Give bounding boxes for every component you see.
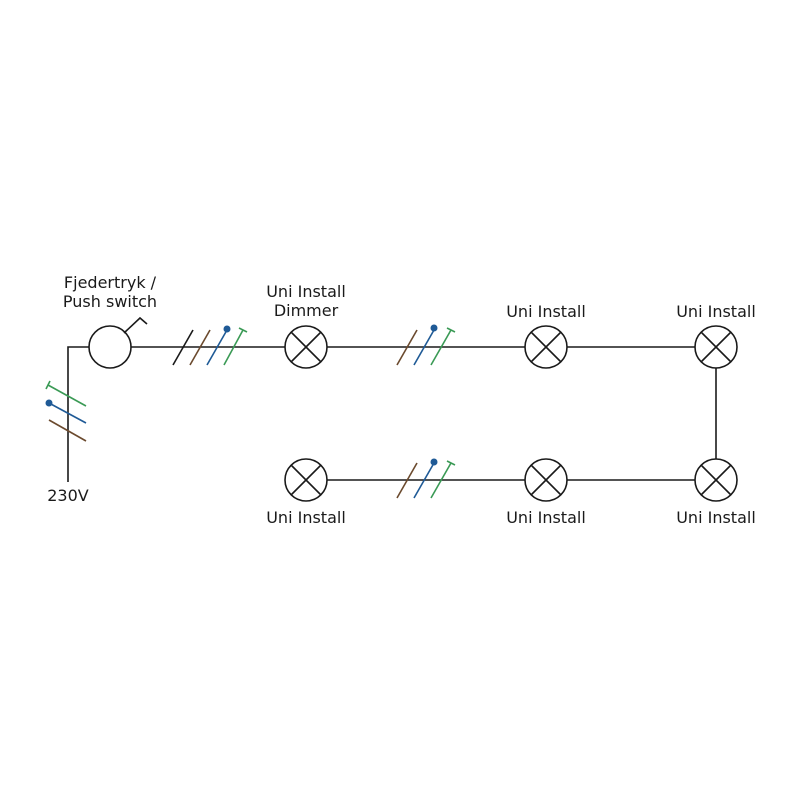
switch-label-line1: Fjedertryk /	[64, 273, 157, 292]
live-mark	[48, 419, 87, 442]
lamp-2-label: Uni Install	[676, 302, 756, 321]
neutral-mark	[48, 402, 87, 424]
neutral-mark	[206, 329, 228, 366]
lamp-dimmer	[284, 325, 328, 369]
extra-mark	[172, 329, 194, 366]
earth-mark	[430, 329, 452, 366]
push-switch	[88, 316, 148, 369]
switch-label-line2: Push switch	[63, 292, 157, 311]
earth-mark-tick	[446, 460, 456, 466]
lamp-4-label: Uni Install	[506, 508, 586, 527]
lamp-1	[524, 325, 568, 369]
earth-mark-tick	[45, 380, 51, 390]
lamp-5	[284, 458, 328, 502]
dimmer-label-line2: Dimmer	[274, 301, 339, 320]
conductor-marks-supply	[45, 380, 87, 442]
lamp-3-label: Uni Install	[676, 508, 756, 527]
lamp-1-label: Uni Install	[506, 302, 586, 321]
earth-mark-tick	[238, 327, 248, 333]
supply-wire	[67, 346, 89, 482]
conductor-marks-dimmer-lamp	[396, 324, 456, 366]
earth-mark	[223, 329, 244, 366]
neutral-mark-dot	[223, 325, 231, 333]
conductor-marks-switch-dimmer	[172, 325, 248, 366]
push-switch-circle	[88, 325, 132, 369]
live-mark	[189, 329, 211, 366]
live-mark	[396, 329, 418, 366]
dimmer-label-line1: Uni Install	[266, 282, 346, 301]
wires	[67, 346, 717, 482]
lamp-4	[524, 458, 568, 502]
neutral-mark-dot	[430, 324, 438, 332]
earth-mark	[430, 462, 452, 499]
earth-mark-tick	[446, 327, 456, 333]
push-switch-actuator	[123, 316, 148, 334]
lamp-5-label: Uni Install	[266, 508, 346, 527]
earth-mark	[47, 384, 87, 407]
conductor-marks-lower	[396, 458, 456, 499]
neutral-mark-dot	[45, 399, 53, 407]
lamp-2	[694, 325, 738, 369]
lamp-3	[694, 458, 738, 502]
neutral-mark	[413, 462, 435, 499]
neutral-mark	[413, 329, 435, 366]
live-mark	[396, 462, 418, 499]
supply-label: 230V	[47, 486, 89, 505]
neutral-mark-dot	[430, 458, 438, 466]
